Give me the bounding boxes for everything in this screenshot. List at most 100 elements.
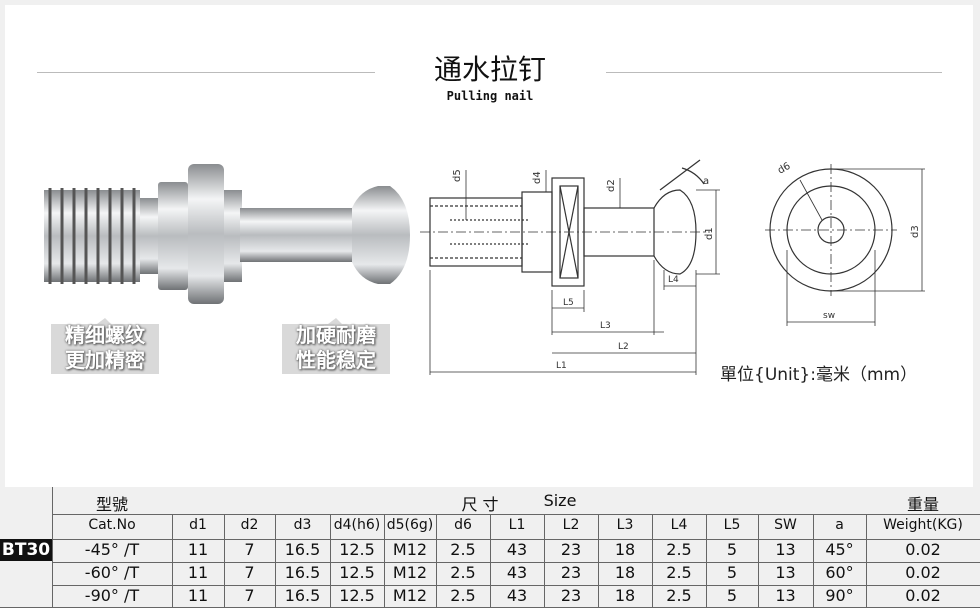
hardness-tag-line1: 加硬耐磨 xyxy=(296,323,376,347)
col-d6: d6 xyxy=(454,517,472,533)
cell-L2: 23 xyxy=(560,563,582,582)
shaft xyxy=(240,208,355,262)
thread-body xyxy=(44,190,140,282)
model-badge: BT30 xyxy=(0,539,52,561)
col-d4: d4(h6) xyxy=(333,517,381,533)
col-a: a xyxy=(835,517,844,533)
label-a: a xyxy=(703,176,709,187)
cell-L5: 5 xyxy=(726,586,738,605)
label-d5: d5 xyxy=(452,169,463,182)
col-L5: L5 xyxy=(723,517,741,533)
thread-tag-bubble xyxy=(51,318,159,374)
hardness-tag-bubble xyxy=(282,318,390,374)
cell-L5: 5 xyxy=(726,563,738,582)
label-d3: d3 xyxy=(910,225,921,238)
pull-stud-photo xyxy=(44,164,410,304)
label-L2: L2 xyxy=(618,342,629,352)
cell-a: 45° xyxy=(825,540,854,559)
cell-L3: 18 xyxy=(614,586,636,605)
cell-L2: 23 xyxy=(560,586,582,605)
page-subtitle: Pulling nail xyxy=(446,89,534,103)
technical-drawing: d5 d4 d2 d1 a L5 L3 L2 L1 L4 d6 d3 xyxy=(420,159,925,375)
label-sw: sw xyxy=(823,311,835,321)
dimension-lines xyxy=(429,170,720,375)
cell-d6: 2.5 xyxy=(450,586,476,605)
header-model-zh: 型號 xyxy=(95,495,128,514)
page-title: 通水拉钉 xyxy=(433,53,546,86)
cell-L2: 23 xyxy=(560,540,582,559)
collar xyxy=(158,182,188,290)
label-L4: L4 xyxy=(668,275,679,285)
cell-L4: 2.5 xyxy=(666,586,692,605)
cell-d4: 12.5 xyxy=(339,540,375,559)
pull-head xyxy=(352,186,410,284)
col-d5: d5(6g) xyxy=(386,517,434,533)
cell-a: 60° xyxy=(825,563,854,582)
cell-cat-no: -45° /T xyxy=(84,540,140,559)
cell-d1: 11 xyxy=(187,586,209,605)
cell-sw: 13 xyxy=(775,540,796,559)
cell-L4: 2.5 xyxy=(666,563,692,582)
cell-L3: 18 xyxy=(614,563,636,582)
header-size-en: Size xyxy=(543,491,577,510)
cell-sw: 13 xyxy=(775,586,796,605)
cell-d3: 16.5 xyxy=(284,586,321,605)
label-d4: d4 xyxy=(532,171,543,184)
flange xyxy=(188,164,224,304)
col-d1: d1 xyxy=(189,517,207,533)
label-d6: d6 xyxy=(776,161,793,177)
hardness-tag-line2: 性能稳定 xyxy=(296,348,376,372)
unit-label: 單位{Unit}:毫米（mm） xyxy=(720,365,918,385)
cell-d5: M12 xyxy=(392,586,428,605)
side-view xyxy=(420,159,710,287)
title-rule-right xyxy=(606,72,942,73)
cell-L1: 43 xyxy=(506,540,528,559)
header-weight-zh: 重量 xyxy=(906,495,939,514)
cell-d4: 12.5 xyxy=(339,586,375,605)
cell-weight: 0.02 xyxy=(905,540,941,559)
cell-d6: 2.5 xyxy=(450,540,476,559)
thread-ridges xyxy=(48,188,136,284)
title-rule-left xyxy=(37,72,375,73)
col-L4: L4 xyxy=(670,517,688,533)
col-L3: L3 xyxy=(616,517,634,533)
thread-tag-line1: 精细螺纹 xyxy=(65,323,145,347)
cell-d1: 11 xyxy=(187,563,209,582)
cell-L3: 18 xyxy=(614,540,636,559)
col-sw: SW xyxy=(774,517,797,533)
cell-d2: 7 xyxy=(244,586,255,605)
cell-sw: 13 xyxy=(775,563,796,582)
cell-L5: 5 xyxy=(726,540,738,559)
drawing-labels: d5 d4 d2 d1 a L5 L3 L2 L1 L4 xyxy=(452,169,715,371)
col-d3: d3 xyxy=(293,517,312,533)
cell-d4: 12.5 xyxy=(339,563,375,582)
col-d2: d2 xyxy=(240,517,259,533)
cell-d1: 11 xyxy=(187,540,209,559)
cell-a: 90° xyxy=(825,586,854,605)
cell-L1: 43 xyxy=(506,563,528,582)
cell-d2: 7 xyxy=(244,540,255,559)
cell-cat-no: -60° /T xyxy=(84,563,140,582)
cell-cat-no: -90° /T xyxy=(84,586,140,605)
front-dimensions xyxy=(786,168,925,326)
cell-d2: 7 xyxy=(244,563,255,582)
front-view xyxy=(765,164,897,296)
label-L5: L5 xyxy=(563,298,574,308)
cell-d3: 16.5 xyxy=(284,563,321,582)
col-L1: L1 xyxy=(508,517,526,533)
cell-d3: 16.5 xyxy=(284,540,321,559)
cell-weight: 0.02 xyxy=(905,586,941,605)
col-L2: L2 xyxy=(562,517,580,533)
cell-weight: 0.02 xyxy=(905,563,941,582)
label-d1: d1 xyxy=(704,227,715,240)
thread-tag-line2: 更加精密 xyxy=(65,348,145,372)
label-d2: d2 xyxy=(606,179,617,192)
cell-d5: M12 xyxy=(392,540,428,559)
cell-L4: 2.5 xyxy=(666,540,692,559)
col-cat-no: Cat.No xyxy=(88,517,136,533)
cell-L1: 43 xyxy=(506,586,528,605)
header-size-zh: 尺 寸 xyxy=(461,495,499,514)
cell-d5: M12 xyxy=(392,563,428,582)
spec-table: 型號 尺 寸 Size 重量 Cat.No d1 d2 d3 d4(h6) d5… xyxy=(0,487,980,608)
label-L1: L1 xyxy=(556,361,567,371)
